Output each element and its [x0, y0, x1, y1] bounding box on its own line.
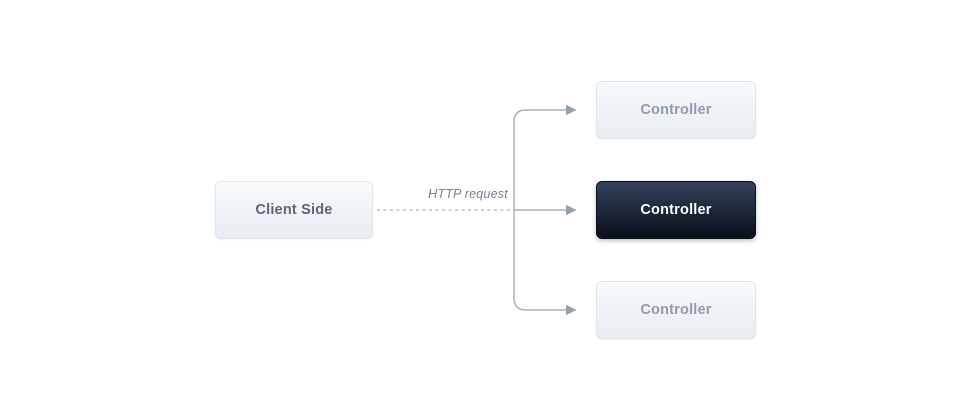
- http-request-label: HTTP request: [428, 187, 508, 201]
- controller-middle-label: Controller: [640, 202, 712, 218]
- client-side-node: Client Side: [215, 181, 373, 239]
- arrowhead-top: [566, 104, 577, 116]
- controller-node-bottom: Controller: [596, 281, 756, 339]
- client-side-label: Client Side: [255, 202, 333, 218]
- controller-node-top: Controller: [596, 81, 756, 139]
- controller-node-middle-highlighted: Controller: [596, 181, 756, 239]
- arrowhead-middle: [566, 204, 577, 216]
- controller-bottom-label: Controller: [640, 302, 712, 318]
- arrowhead-bottom: [566, 304, 577, 316]
- controller-top-label: Controller: [640, 102, 712, 118]
